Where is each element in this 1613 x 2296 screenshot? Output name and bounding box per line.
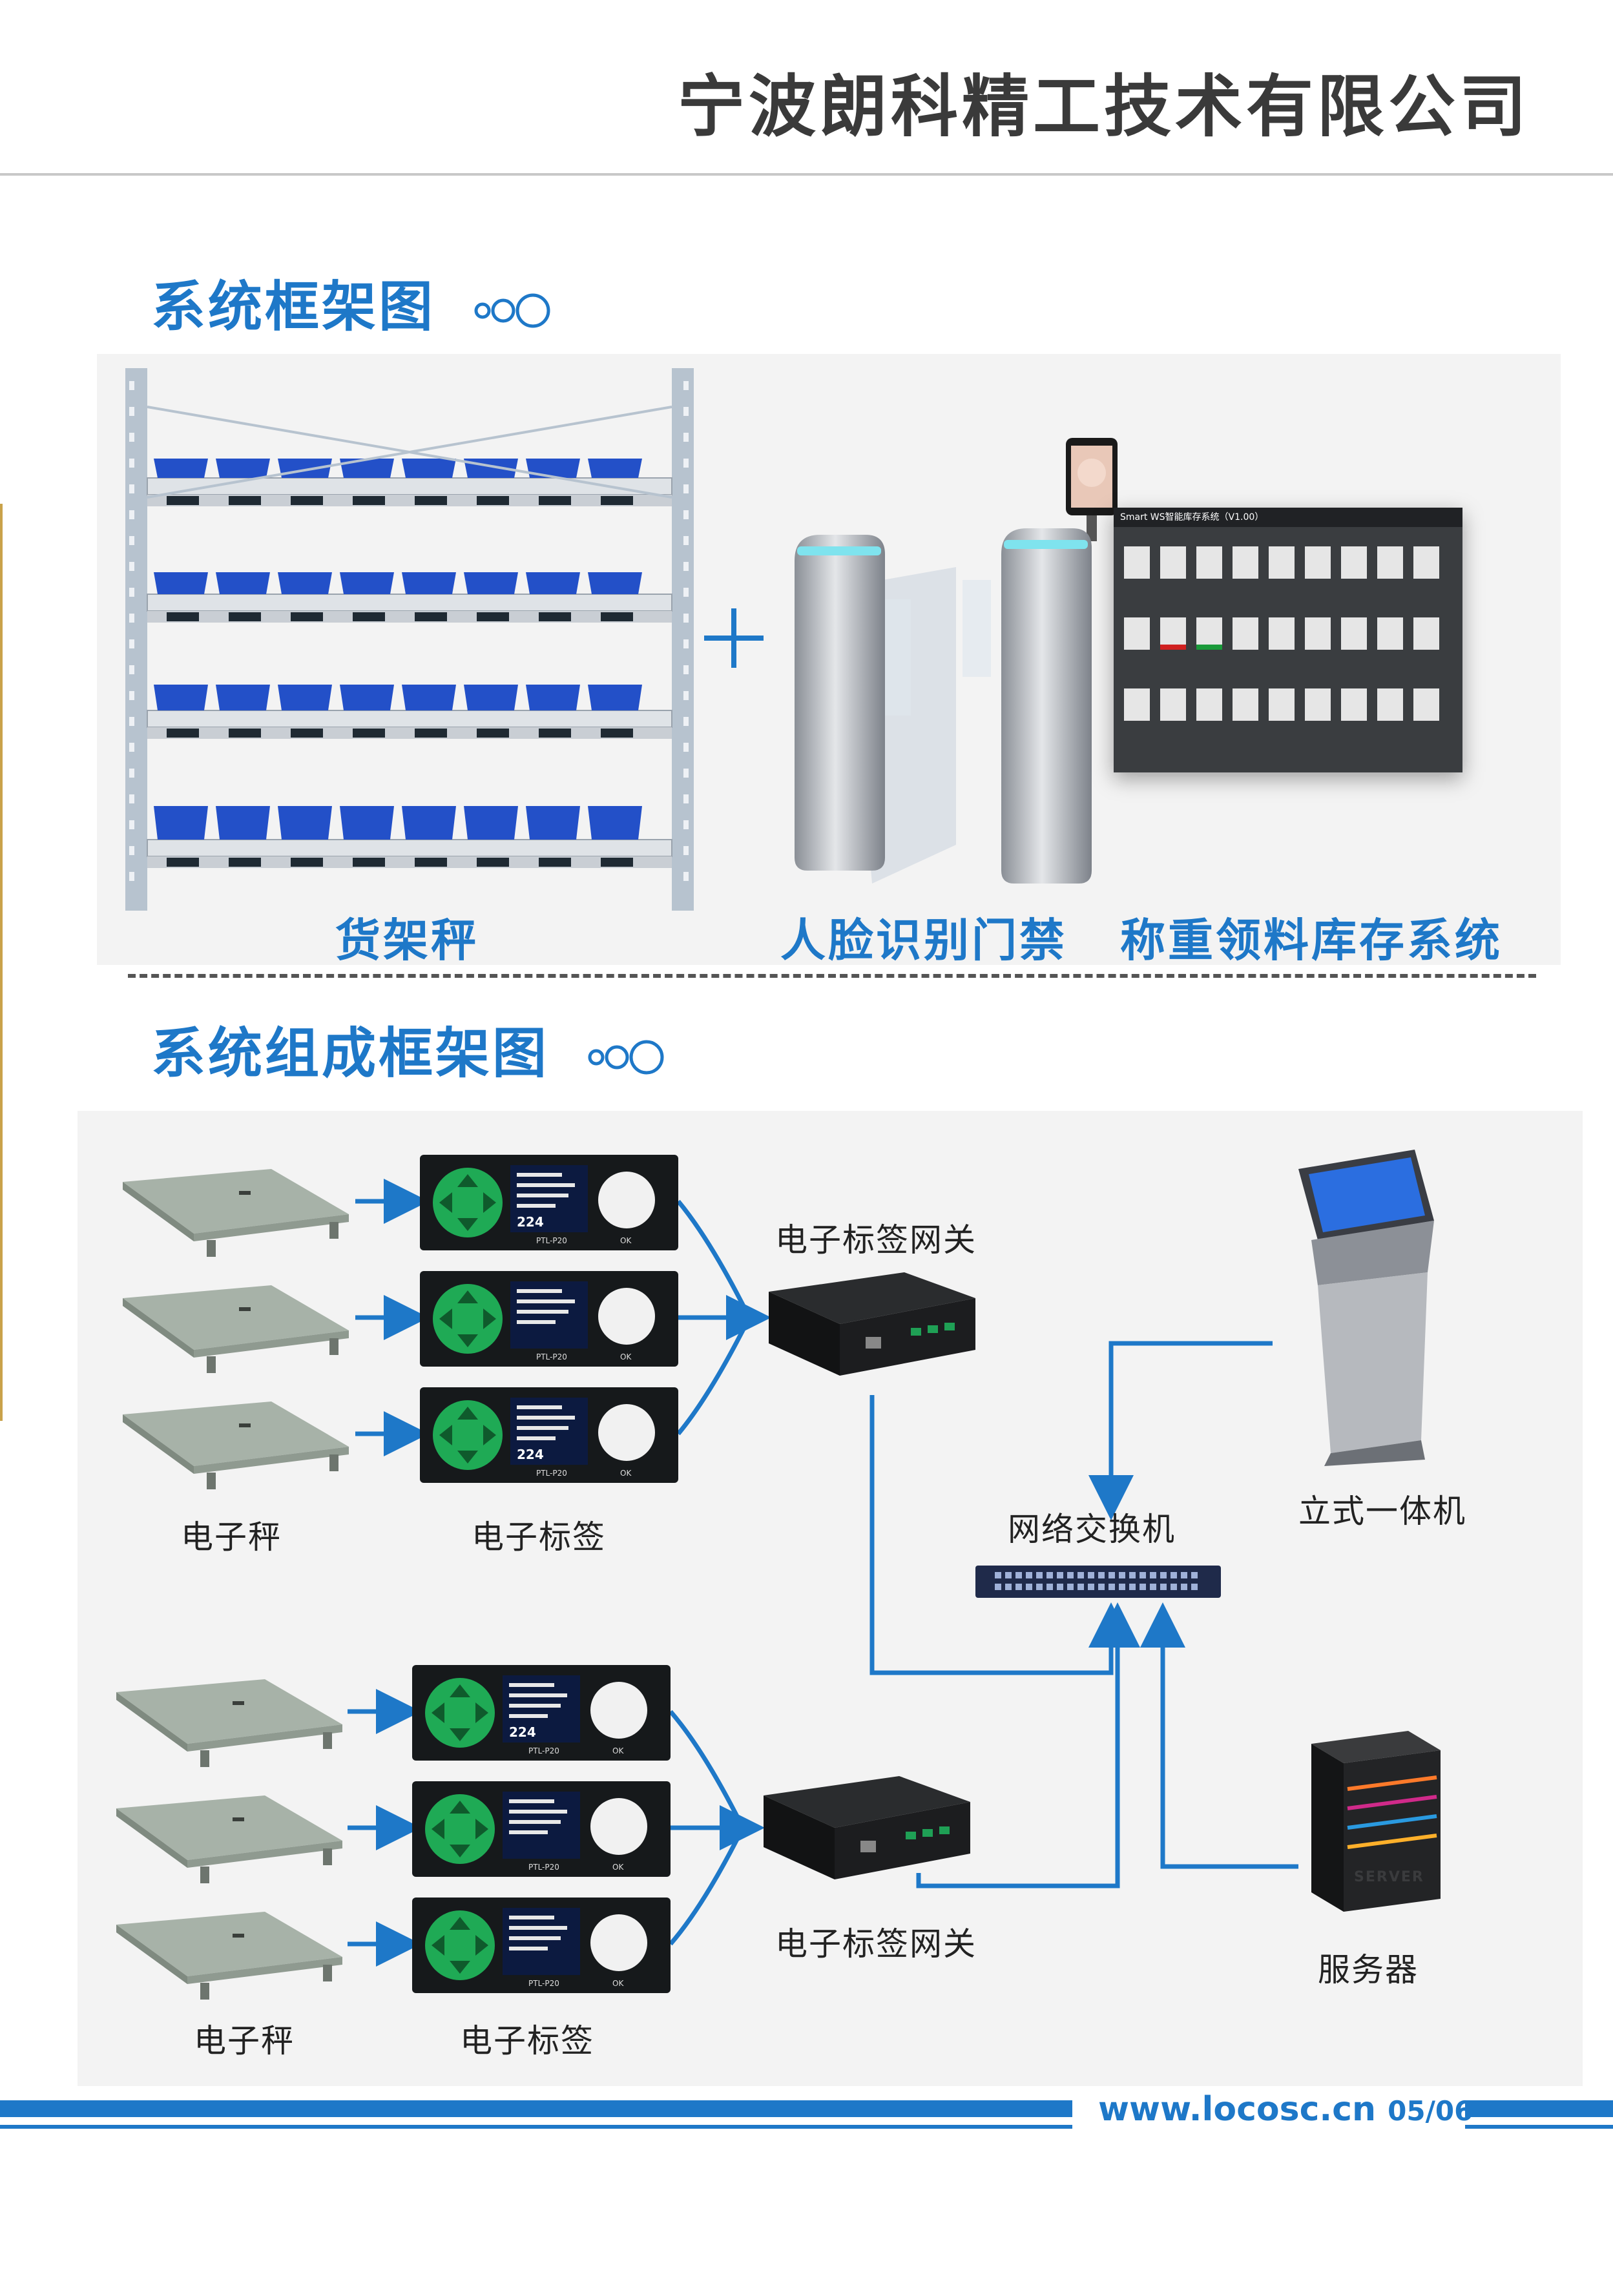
electronic-tag-device: PTL-P20 OK [420,1271,678,1367]
section-divider [128,974,1536,978]
electronic-scale-image [123,1285,349,1373]
tag-ok-label: OK [612,1863,624,1872]
system-composition-panel: 224 PTL-P20 OK PTL-P20 OK 224 PTL-P20 OK… [78,1111,1583,2086]
label-tag-bottom: 电子标签 [460,2022,594,2060]
tag-model: PTL-P20 [528,1863,559,1872]
label-scale-bottom: 电子秤 [194,2022,295,2060]
server-device: SERVER [1298,1724,1447,1912]
label-scale-top: 电子秤 [181,1518,282,1556]
tag-device-graphic [420,1271,678,1367]
page-number: 05/06 [1388,2095,1473,2127]
tag-model: PTL-P20 [536,1352,567,1361]
tag-count: 224 [517,1447,544,1462]
electronic-tag-device: PTL-P20 OK [412,1898,671,1993]
network-switch-image [975,1566,1221,1598]
tag-device-graphic [412,1665,671,1761]
server-image [1311,1731,1441,1912]
tag-model: PTL-P20 [528,1746,559,1755]
electronic-scale-image [123,1401,349,1489]
plus-icon [704,608,764,668]
gateway-device-image [764,1776,970,1879]
tag-device-graphic [412,1781,671,1877]
kiosk-image [1298,1150,1434,1466]
electronic-tag-device: PTL-P20 OK [412,1781,671,1877]
electronic-tag-device: 224 PTL-P20 OK [412,1665,671,1761]
section2-title-row: 系统组成框架图 [151,1010,671,1088]
footer-bar-left [0,2100,1072,2117]
screen-title: Smart WS智能库存系统（V1.00） [1114,508,1462,527]
footer-bar-right [1465,2100,1613,2117]
circles-icon [474,293,550,328]
edge-mark [0,504,3,1421]
tag-count: 224 [517,1214,544,1230]
section1-title: 系统框架图 [151,275,436,338]
electronic-tag-device: 224 PTL-P20 OK [420,1387,678,1483]
system-framework-panel: Smart WS智能库存系统（V1.00） 货架秤 人脸识别门禁 称重领料库存系… [97,354,1561,967]
label-gateway-bottom: 电子标签网关 [775,1925,977,1963]
tag-model: PTL-P20 [536,1236,567,1245]
caption-face-gate: 人脸识别门禁 [780,914,1067,967]
caption-inventory-system: 称重领料库存系统 [1120,914,1503,967]
label-gateway-top: 电子标签网关 [775,1221,977,1259]
electronic-scale-image [123,1169,349,1257]
tag-device-graphic [420,1155,678,1250]
tag-model: PTL-P20 [528,1979,559,1988]
footer-url[interactable]: www.locosc.cn [1098,2090,1377,2129]
electronic-scale-image [116,1679,342,1767]
screen-grid [1124,546,1439,721]
tag-ok-label: OK [612,1746,624,1755]
section1-title-row: 系统框架图 [151,264,557,342]
company-name: 宁波朗科精工技术有限公司 [677,67,1530,146]
tag-ok-label: OK [620,1352,632,1361]
label-server: 服务器 [1318,1951,1419,1989]
gateway-device-image [769,1272,975,1376]
tag-device-graphic [412,1898,671,1993]
label-kiosk: 立式一体机 [1298,1493,1466,1530]
tag-ok-label: OK [612,1979,624,1988]
tag-device-graphic [420,1387,678,1483]
circles-icon [588,1040,664,1075]
inventory-system-screen: Smart WS智能库存系统（V1.00） [1114,508,1462,772]
tag-ok-label: OK [620,1469,632,1478]
tag-ok-label: OK [620,1236,632,1245]
electronic-scale-image [116,1912,342,2000]
caption-shelf-scale: 货架秤 [335,914,479,967]
footer-bar-left-thin [0,2125,1072,2129]
tag-count: 224 [509,1724,536,1740]
label-switch: 网络交换机 [1008,1511,1176,1548]
tag-model: PTL-P20 [536,1469,567,1478]
footer-bar-right-thin [1465,2125,1613,2129]
server-text: SERVER [1354,1869,1424,1885]
shelf-scale-image [125,368,694,911]
header-divider [0,173,1613,176]
face-recognition-gate-image [795,438,1118,884]
electronic-scale-image [116,1795,342,1883]
footer-url-row: www.locosc.cn 05/06 [1098,2090,1473,2129]
electronic-tag-device: 224 PTL-P20 OK [420,1155,678,1250]
label-tag-top: 电子标签 [472,1518,606,1556]
connection-diagram [348,1179,1298,1967]
section2-title: 系统组成框架图 [151,1022,550,1085]
